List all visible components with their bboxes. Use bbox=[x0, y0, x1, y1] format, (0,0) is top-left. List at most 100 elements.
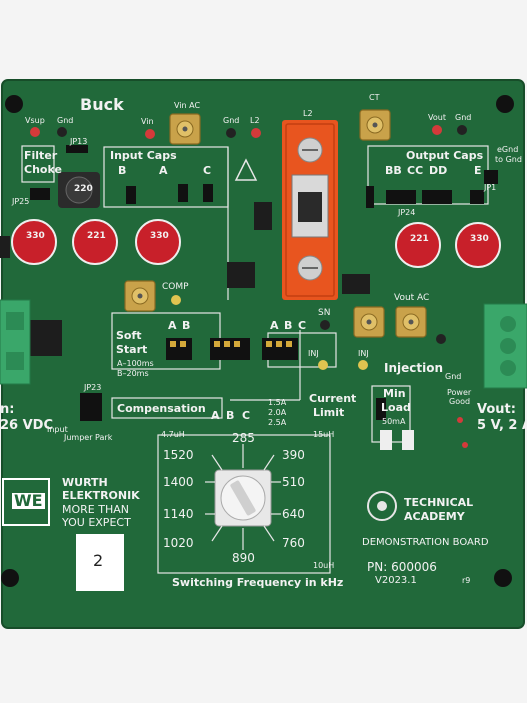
cap-c21-value: 330 bbox=[470, 234, 489, 244]
label-cl-20: 2.0A bbox=[268, 408, 287, 417]
freq-value-9: 1520 bbox=[163, 448, 194, 462]
academy-line3: DEMONSTRATION BOARD bbox=[362, 537, 489, 548]
label-cap-c: C bbox=[203, 164, 212, 177]
board-title: Buck bbox=[80, 95, 124, 114]
label-cl-c: C bbox=[298, 319, 307, 332]
label-comp-c: C bbox=[242, 409, 251, 422]
label-vout-spec-value: 5 V, 2 A bbox=[477, 418, 527, 433]
label-min: Min bbox=[383, 387, 406, 400]
academy-line2: ACADEMY bbox=[404, 510, 465, 523]
label-gnd-3: Gnd bbox=[455, 113, 472, 122]
label-input-caps: Input Caps bbox=[110, 149, 177, 162]
label-vsup: Vsup bbox=[25, 116, 45, 125]
card-number: 2 bbox=[93, 551, 104, 570]
label-input-n: n: bbox=[0, 402, 15, 417]
label-load: Load bbox=[381, 401, 411, 414]
label-sn: SN bbox=[318, 308, 331, 318]
label-cap-b: B bbox=[118, 164, 127, 177]
label-to-gnd: to Gnd bbox=[495, 155, 522, 164]
we-logo-text: WE bbox=[12, 491, 45, 510]
label-jp1: JP1 bbox=[484, 183, 497, 192]
label-soft: Soft bbox=[116, 329, 142, 342]
label-jp25: JP25 bbox=[12, 197, 30, 206]
freq-value-6: 1020 bbox=[163, 536, 194, 550]
electrolytic-caps bbox=[11, 219, 501, 268]
label-current: Current bbox=[309, 392, 357, 405]
label-ct: CT bbox=[369, 93, 380, 102]
diode-d2 bbox=[28, 320, 62, 356]
label-start: Start bbox=[116, 343, 148, 356]
label-out-dd: DD bbox=[429, 164, 448, 177]
inductor-label: 220 bbox=[74, 184, 93, 194]
freq-value-0: 285 bbox=[232, 431, 255, 445]
label-injection: Injection bbox=[384, 361, 444, 375]
label-vin-ac: Vin AC bbox=[174, 101, 201, 110]
cap-c1-value: 330 bbox=[26, 231, 45, 241]
freq-l-10u: 10uH bbox=[313, 561, 335, 570]
cap-c7-value: 221 bbox=[87, 231, 106, 241]
freq-l-4u7: 4.7uH bbox=[161, 430, 185, 439]
label-jp13: JP13 bbox=[70, 137, 88, 146]
freq-value-1: 390 bbox=[282, 448, 305, 462]
label-comp: COMP bbox=[162, 282, 189, 292]
label-ss-a: A bbox=[168, 319, 177, 332]
label-choke: Choke bbox=[24, 163, 62, 176]
label-ss-opt2: B–20ms bbox=[117, 369, 149, 378]
version: V2023.1 bbox=[375, 575, 417, 586]
label-input-range: 26 VDC bbox=[0, 418, 54, 433]
label-filter: Filter bbox=[24, 149, 58, 162]
label-ss-b: B bbox=[182, 319, 191, 332]
label-comp-a: A bbox=[211, 409, 220, 422]
label-cl-b: B bbox=[284, 319, 293, 332]
label-vout: Vout bbox=[428, 113, 446, 122]
mounting-hole bbox=[5, 95, 23, 113]
label-out-e: E bbox=[474, 164, 482, 177]
freq-title: Switching Frequency in kHz bbox=[172, 576, 344, 589]
label-power: Power bbox=[447, 388, 472, 397]
label-l2-tp: L2 bbox=[250, 116, 260, 125]
label-out-bb: BB bbox=[385, 164, 402, 177]
label-gnd: Gnd bbox=[57, 116, 74, 125]
label-input-small: Input bbox=[47, 425, 68, 434]
label-comp-b: B bbox=[226, 409, 235, 422]
cap-c5-value: 330 bbox=[150, 231, 169, 241]
number-card bbox=[76, 534, 124, 591]
freq-value-2: 510 bbox=[282, 475, 305, 489]
brand-line3: MORE THAN bbox=[62, 503, 129, 516]
label-cl-15: 1.5A bbox=[268, 398, 287, 407]
brand-line1: WURTH bbox=[62, 476, 108, 489]
label-l2: L2 bbox=[303, 109, 313, 118]
freq-l-15u: 15uH bbox=[313, 430, 335, 439]
brand-line2: ELEKTRONIK bbox=[62, 489, 140, 502]
cap-c20-value: 221 bbox=[410, 234, 429, 244]
academy-line1: TECHNICAL bbox=[404, 496, 474, 509]
revision: r9 bbox=[462, 576, 471, 585]
label-cap-a: A bbox=[159, 164, 168, 177]
label-vin: Vin bbox=[141, 117, 154, 126]
freq-value-3: 640 bbox=[282, 507, 305, 521]
label-limit: Limit bbox=[313, 406, 345, 419]
mounting-hole bbox=[494, 569, 512, 587]
freq-value-4: 760 bbox=[282, 536, 305, 550]
label-output-caps: Output Caps bbox=[406, 149, 484, 162]
freq-value-5: 890 bbox=[232, 551, 255, 565]
label-inj-minus: INJ bbox=[358, 349, 369, 358]
label-cl-a: A bbox=[270, 319, 279, 332]
label-gnd-2: Gnd bbox=[223, 116, 240, 125]
controller-ic bbox=[227, 262, 255, 288]
mounting-hole bbox=[1, 569, 19, 587]
label-compensation: Compensation bbox=[117, 402, 206, 415]
label-jp24: JP24 bbox=[398, 208, 416, 217]
label-jp23: JP23 bbox=[84, 383, 102, 392]
label-good: Good bbox=[449, 397, 471, 406]
label-gnd-4: Gnd bbox=[445, 372, 462, 381]
label-out-cc: CC bbox=[407, 164, 424, 177]
part-number: PN: 600006 bbox=[367, 560, 437, 574]
brand-line4: YOU EXPECT bbox=[62, 516, 131, 529]
label-cl-25: 2.5A bbox=[268, 418, 287, 427]
esd-warning-icon bbox=[234, 158, 258, 181]
label-50ma: 50mA bbox=[382, 417, 406, 426]
academy-icon bbox=[367, 491, 397, 521]
label-egnd: eGnd bbox=[497, 145, 519, 154]
